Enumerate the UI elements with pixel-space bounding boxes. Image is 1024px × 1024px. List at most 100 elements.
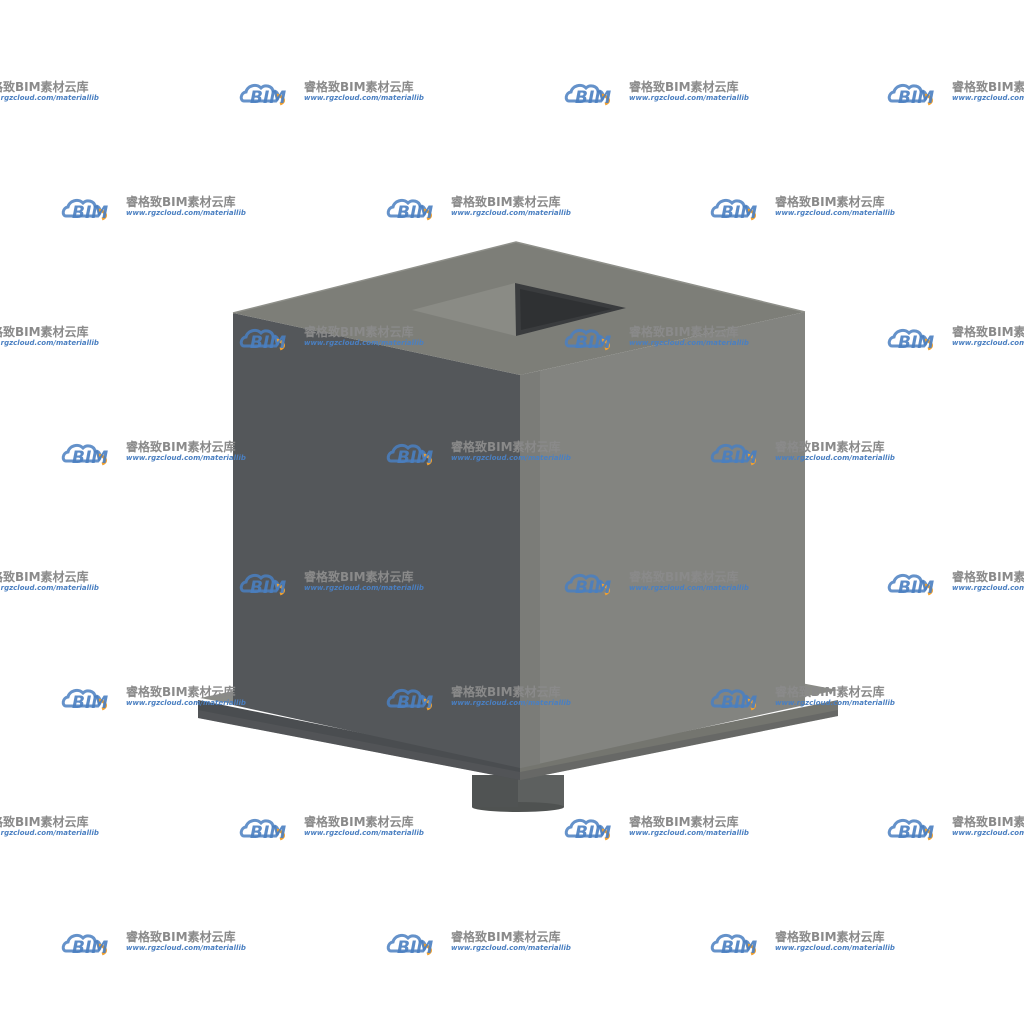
url-text: www.rgzcloud.com/materiallib xyxy=(952,829,1024,837)
url-text: www.rgzcloud.com/materiallib xyxy=(952,584,1024,592)
block-right-face xyxy=(520,312,805,768)
watermark: BIM睿格致BIM素材云库www.rgzcloud.com/materialli… xyxy=(710,684,895,713)
brand-text: 睿格致BIM素材云库 xyxy=(0,569,89,584)
logo-swoosh-icon xyxy=(422,943,432,956)
url-text: www.rgzcloud.com/materiallib xyxy=(0,829,99,837)
logo-swoosh-icon xyxy=(746,698,756,711)
brand-text: 睿格致BIM素材云库 xyxy=(0,814,89,829)
logo-text: BIM xyxy=(575,88,611,108)
logo-text: BIM xyxy=(72,693,108,713)
watermark: BIM睿格致BIM素材云库www.rgzcloud.com/materialli… xyxy=(386,194,571,223)
url-text: www.rgzcloud.com/materiallib xyxy=(451,454,571,462)
brand-text: 睿格致BIM素材云库 xyxy=(0,79,89,94)
url-text: www.rgzcloud.com/materiallib xyxy=(451,209,571,217)
logo-text: BIM xyxy=(397,448,433,468)
logo-text: BIM xyxy=(72,203,108,223)
brand-text: 睿格致BIM素材云库 xyxy=(451,929,561,944)
watermark: BIM睿格致BIM素材云库www.rgzcloud.com/materialli… xyxy=(0,814,99,837)
brand-text: 睿格致BIM素材云库 xyxy=(952,79,1024,94)
url-text: www.rgzcloud.com/materiallib xyxy=(451,699,571,707)
brand-text: 睿格致BIM素材云库 xyxy=(952,324,1024,339)
watermark: BIM睿格致BIM素材云库www.rgzcloud.com/materialli… xyxy=(239,79,424,108)
logo-swoosh-icon xyxy=(923,93,933,106)
cloud-logo-icon xyxy=(564,83,605,103)
cloud-logo-icon xyxy=(386,688,427,708)
cloud-logo-icon xyxy=(386,933,427,953)
watermark-layer: BIM睿格致BIM素材云库www.rgzcloud.com/materialli… xyxy=(0,79,1024,958)
brand-text: 睿格致BIM素材云库 xyxy=(0,324,89,339)
watermark: BIM睿格致BIM素材云库www.rgzcloud.com/materialli… xyxy=(61,929,246,958)
block-left-face xyxy=(233,313,520,768)
watermark: BIM睿格致BIM素材云库www.rgzcloud.com/materialli… xyxy=(564,79,749,108)
cloud-logo-icon xyxy=(564,573,605,593)
cloud-logo-icon xyxy=(239,83,280,103)
brand-text: 睿格致BIM素材云库 xyxy=(629,814,739,829)
cloud-logo-icon xyxy=(239,328,280,348)
logo-swoosh-icon xyxy=(422,453,432,466)
url-text: www.rgzcloud.com/materiallib xyxy=(304,829,424,837)
url-text: www.rgzcloud.com/materiallib xyxy=(952,94,1024,102)
cloud-logo-icon xyxy=(564,818,605,838)
url-text: www.rgzcloud.com/materiallib xyxy=(775,209,895,217)
url-text: www.rgzcloud.com/materiallib xyxy=(629,94,749,102)
brand-text: 睿格致BIM素材云库 xyxy=(304,569,414,584)
watermark: BIM睿格致BIM素材云库www.rgzcloud.com/materialli… xyxy=(710,929,895,958)
watermark: BIM睿格致BIM素材云库www.rgzcloud.com/materialli… xyxy=(564,814,749,843)
logo-swoosh-icon xyxy=(923,583,933,596)
watermark: BIM睿格致BIM素材云库www.rgzcloud.com/materialli… xyxy=(0,79,99,102)
url-text: www.rgzcloud.com/materiallib xyxy=(126,699,246,707)
brand-text: 睿格致BIM素材云库 xyxy=(775,439,885,454)
cloud-logo-icon xyxy=(710,933,751,953)
cloud-logo-icon xyxy=(61,443,102,463)
watermark: BIM 睿格致BIM素材云库www.rgzcloud.com/materialli… xyxy=(887,324,1024,353)
url-text: www.rgzcloud.com/materiallib xyxy=(0,584,99,592)
url-text: www.rgzcloud.com/materiallib xyxy=(126,209,246,217)
url-text: www.rgzcloud.com/materiallib xyxy=(0,339,99,347)
main-block xyxy=(232,241,806,768)
logo-swoosh-icon xyxy=(923,338,933,351)
cloud-logo-icon xyxy=(710,443,751,463)
url-text: www.rgzcloud.com/materiallib xyxy=(304,584,424,592)
logo-text: BIM xyxy=(575,578,611,598)
cloud-logo-icon xyxy=(887,83,928,103)
url-text: www.rgzcloud.com/materiallib xyxy=(629,339,749,347)
logo-swoosh-icon xyxy=(97,208,107,221)
watermark: BIM睿格致BIM素材云库www.rgzcloud.com/materialli… xyxy=(887,814,1024,843)
logo-text: BIM xyxy=(898,88,934,108)
brand-text: 睿格致BIM素材云库 xyxy=(775,194,885,209)
brand-text: 睿格致BIM素材云库 xyxy=(304,814,414,829)
url-text: www.rgzcloud.com/materiallib xyxy=(952,339,1024,347)
logo-text: BIM xyxy=(250,823,286,843)
brand-text: 睿格致BIM素材云库 xyxy=(775,684,885,699)
cloud-logo-icon xyxy=(239,573,280,593)
cloud-logo-icon xyxy=(61,198,102,218)
logo-swoosh-icon xyxy=(746,208,756,221)
logo-text: BIM xyxy=(397,203,433,223)
cloud-logo-icon xyxy=(710,688,751,708)
url-text: www.rgzcloud.com/materiallib xyxy=(126,454,246,462)
cloud-logo-icon xyxy=(887,328,928,348)
url-text: www.rgzcloud.com/materiallib xyxy=(775,944,895,952)
brand-text: 睿格致BIM素材云库 xyxy=(952,569,1024,584)
url-text: www.rgzcloud.com/materiallib xyxy=(451,944,571,952)
watermark: BIM睿格致BIM素材云库www.rgzcloud.com/materialli… xyxy=(0,324,99,347)
watermark: BIM睿格致BIM素材云库www.rgzcloud.com/materialli… xyxy=(239,324,424,353)
logo-swoosh-icon xyxy=(97,698,107,711)
logo-swoosh-icon xyxy=(600,93,610,106)
watermark: BIM睿格致BIM素材云库www.rgzcloud.com/materialli… xyxy=(710,439,895,468)
watermark: BIM睿格致BIM素材云库www.rgzcloud.com/materialli… xyxy=(887,569,1024,598)
url-text: www.rgzcloud.com/materiallib xyxy=(304,339,424,347)
watermark: BIM睿格致BIM素材云库www.rgzcloud.com/materialli… xyxy=(61,684,246,713)
logo-swoosh-icon xyxy=(600,583,610,596)
pin xyxy=(472,775,564,812)
logo-text: BIM xyxy=(575,333,611,353)
logo-text: BIM xyxy=(250,578,286,598)
url-text: www.rgzcloud.com/materiallib xyxy=(304,94,424,102)
logo-text: BIM xyxy=(898,333,934,353)
logo-text: BIM xyxy=(721,938,757,958)
cloud-logo-icon xyxy=(61,933,102,953)
logo-text: BIM xyxy=(72,448,108,468)
watermark: BIM睿格致BIM素材云库www.rgzcloud.com/materialli… xyxy=(386,684,571,713)
logo-swoosh-icon xyxy=(422,698,432,711)
